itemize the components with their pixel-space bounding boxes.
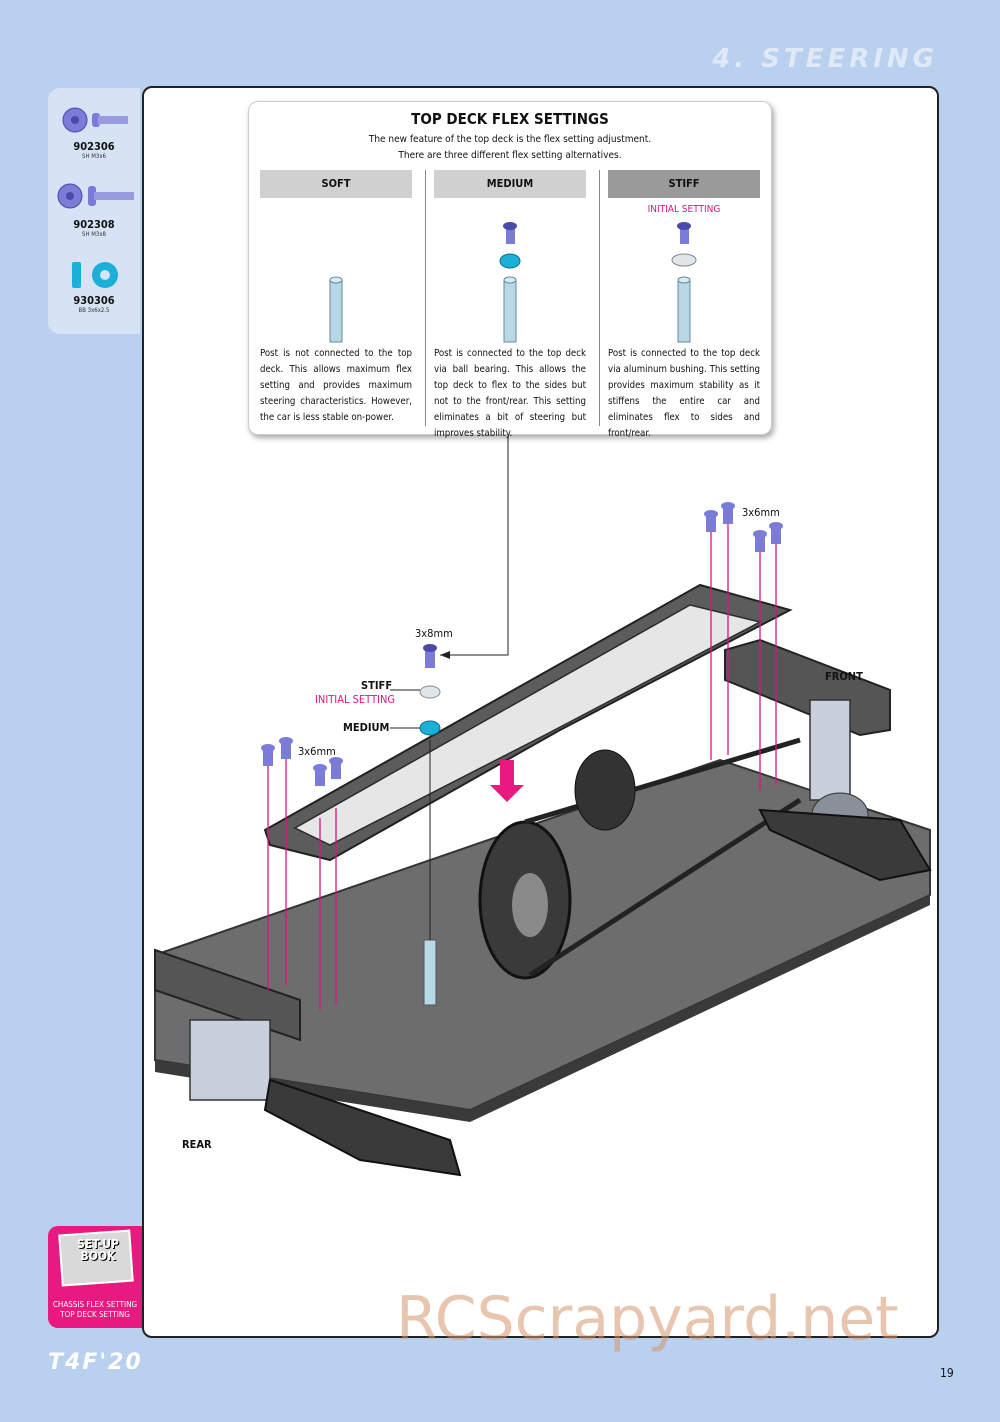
screw-m3x6-icon — [62, 107, 128, 133]
center-post — [423, 939, 437, 1006]
screw-label-center: 3x8mm — [415, 627, 453, 640]
description-line: The new feature of the top deck is the f… — [368, 134, 652, 145]
rear-label: REAR — [182, 1138, 212, 1151]
part-code: 902306 — [73, 140, 115, 153]
stiff-label: STIFF — [361, 679, 393, 692]
soft-column: SOFT Post is not connected to the top de… — [260, 170, 412, 428]
flex-settings-title: TOP DECK FLEX SETTINGS — [411, 110, 609, 128]
medium-description: Post is connected to the top deck via ba… — [434, 348, 586, 439]
description-line: There are three different flex setting a… — [398, 150, 622, 161]
ball-bearing-icon — [72, 262, 118, 288]
screw-m3x8-icon — [57, 183, 134, 209]
front-arm — [758, 808, 932, 882]
post-icon — [329, 276, 343, 343]
part-spec: BB 3x6x2.5 — [78, 307, 110, 314]
right-screws — [710, 520, 777, 790]
front-bumper — [724, 638, 891, 737]
initial-setting-label: INITIAL SETTING — [315, 693, 396, 706]
screw-label-left: 3x6mm — [298, 745, 336, 758]
medium-column: MEDIUM Post is connected to the top deck… — [434, 170, 586, 439]
aluminum-bushing — [419, 685, 441, 699]
chassis-plate-side — [155, 895, 930, 1122]
left-screw-heads — [261, 737, 343, 786]
page-number: 19 — [940, 1366, 954, 1380]
part-spec: SH M3x6 — [82, 153, 106, 160]
drive-belt — [524, 737, 801, 825]
flex-settings-box: TOP DECK FLEX SETTINGS The new feature o… — [248, 101, 772, 439]
soft-heading: SOFT — [260, 170, 412, 198]
medium-heading: MEDIUM — [434, 170, 586, 198]
part-code: 930306 — [73, 294, 115, 307]
install-arrow-icon — [490, 760, 524, 802]
parts-panel: 902306 SH M3x6 902308 SH M3x8 930306 BB … — [48, 88, 140, 334]
ball-bearing — [419, 720, 441, 736]
soft-description: Post is not connected to the top deck. T… — [260, 348, 412, 423]
product-logo: T4F'20 — [48, 1350, 143, 1375]
post-ball-bearing-icon — [499, 222, 521, 343]
arrow-head — [440, 651, 450, 659]
watermark: RCScrapyard.net — [396, 1284, 899, 1354]
column-divider — [425, 170, 426, 426]
front-bulkhead — [809, 699, 851, 801]
leader-line — [440, 436, 509, 656]
medium-label: MEDIUM — [343, 721, 390, 734]
section-title: 4. STEERING — [712, 44, 938, 74]
setup-book-title: SET-UP BOOK — [77, 1237, 119, 1263]
center-screw-3x8 — [425, 648, 435, 668]
setup-book-tab: SET-UP BOOK CHASSIS FLEX SETTING TOP DEC… — [48, 1226, 142, 1328]
stiff-heading: STIFF — [608, 170, 760, 198]
stiff-column: STIFF INITIAL SETTING Post is connected … — [608, 170, 760, 439]
initial-setting-note: INITIAL SETTING — [647, 204, 721, 215]
top-deck-inner — [293, 604, 763, 846]
caption-line: CHASSIS FLEX SETTING — [52, 1300, 138, 1309]
post-aluminum-bushing-icon — [671, 222, 697, 343]
rear-top-deck — [154, 948, 301, 1042]
front-pulley — [574, 749, 636, 831]
left-screws — [267, 752, 337, 1010]
part-code: 902308 — [73, 218, 115, 231]
front-label: FRONT — [825, 670, 863, 683]
column-divider — [599, 170, 600, 426]
screw-label-top-right: 3x6mm — [742, 506, 780, 519]
setup-book-caption: CHASSIS FLEX SETTING TOP DECK SETTING — [48, 1300, 142, 1320]
stiff-description: Post is connected to the top deck via al… — [608, 348, 760, 439]
flex-settings-description: The new feature of the top deck is the f… — [249, 132, 771, 164]
part-spec: SH M3x8 — [82, 231, 106, 238]
rear-arm — [263, 1078, 462, 1177]
rear-bulkhead — [189, 1019, 271, 1101]
caption-line: TOP DECK SETTING — [60, 1310, 130, 1319]
right-screw-heads — [704, 502, 783, 552]
